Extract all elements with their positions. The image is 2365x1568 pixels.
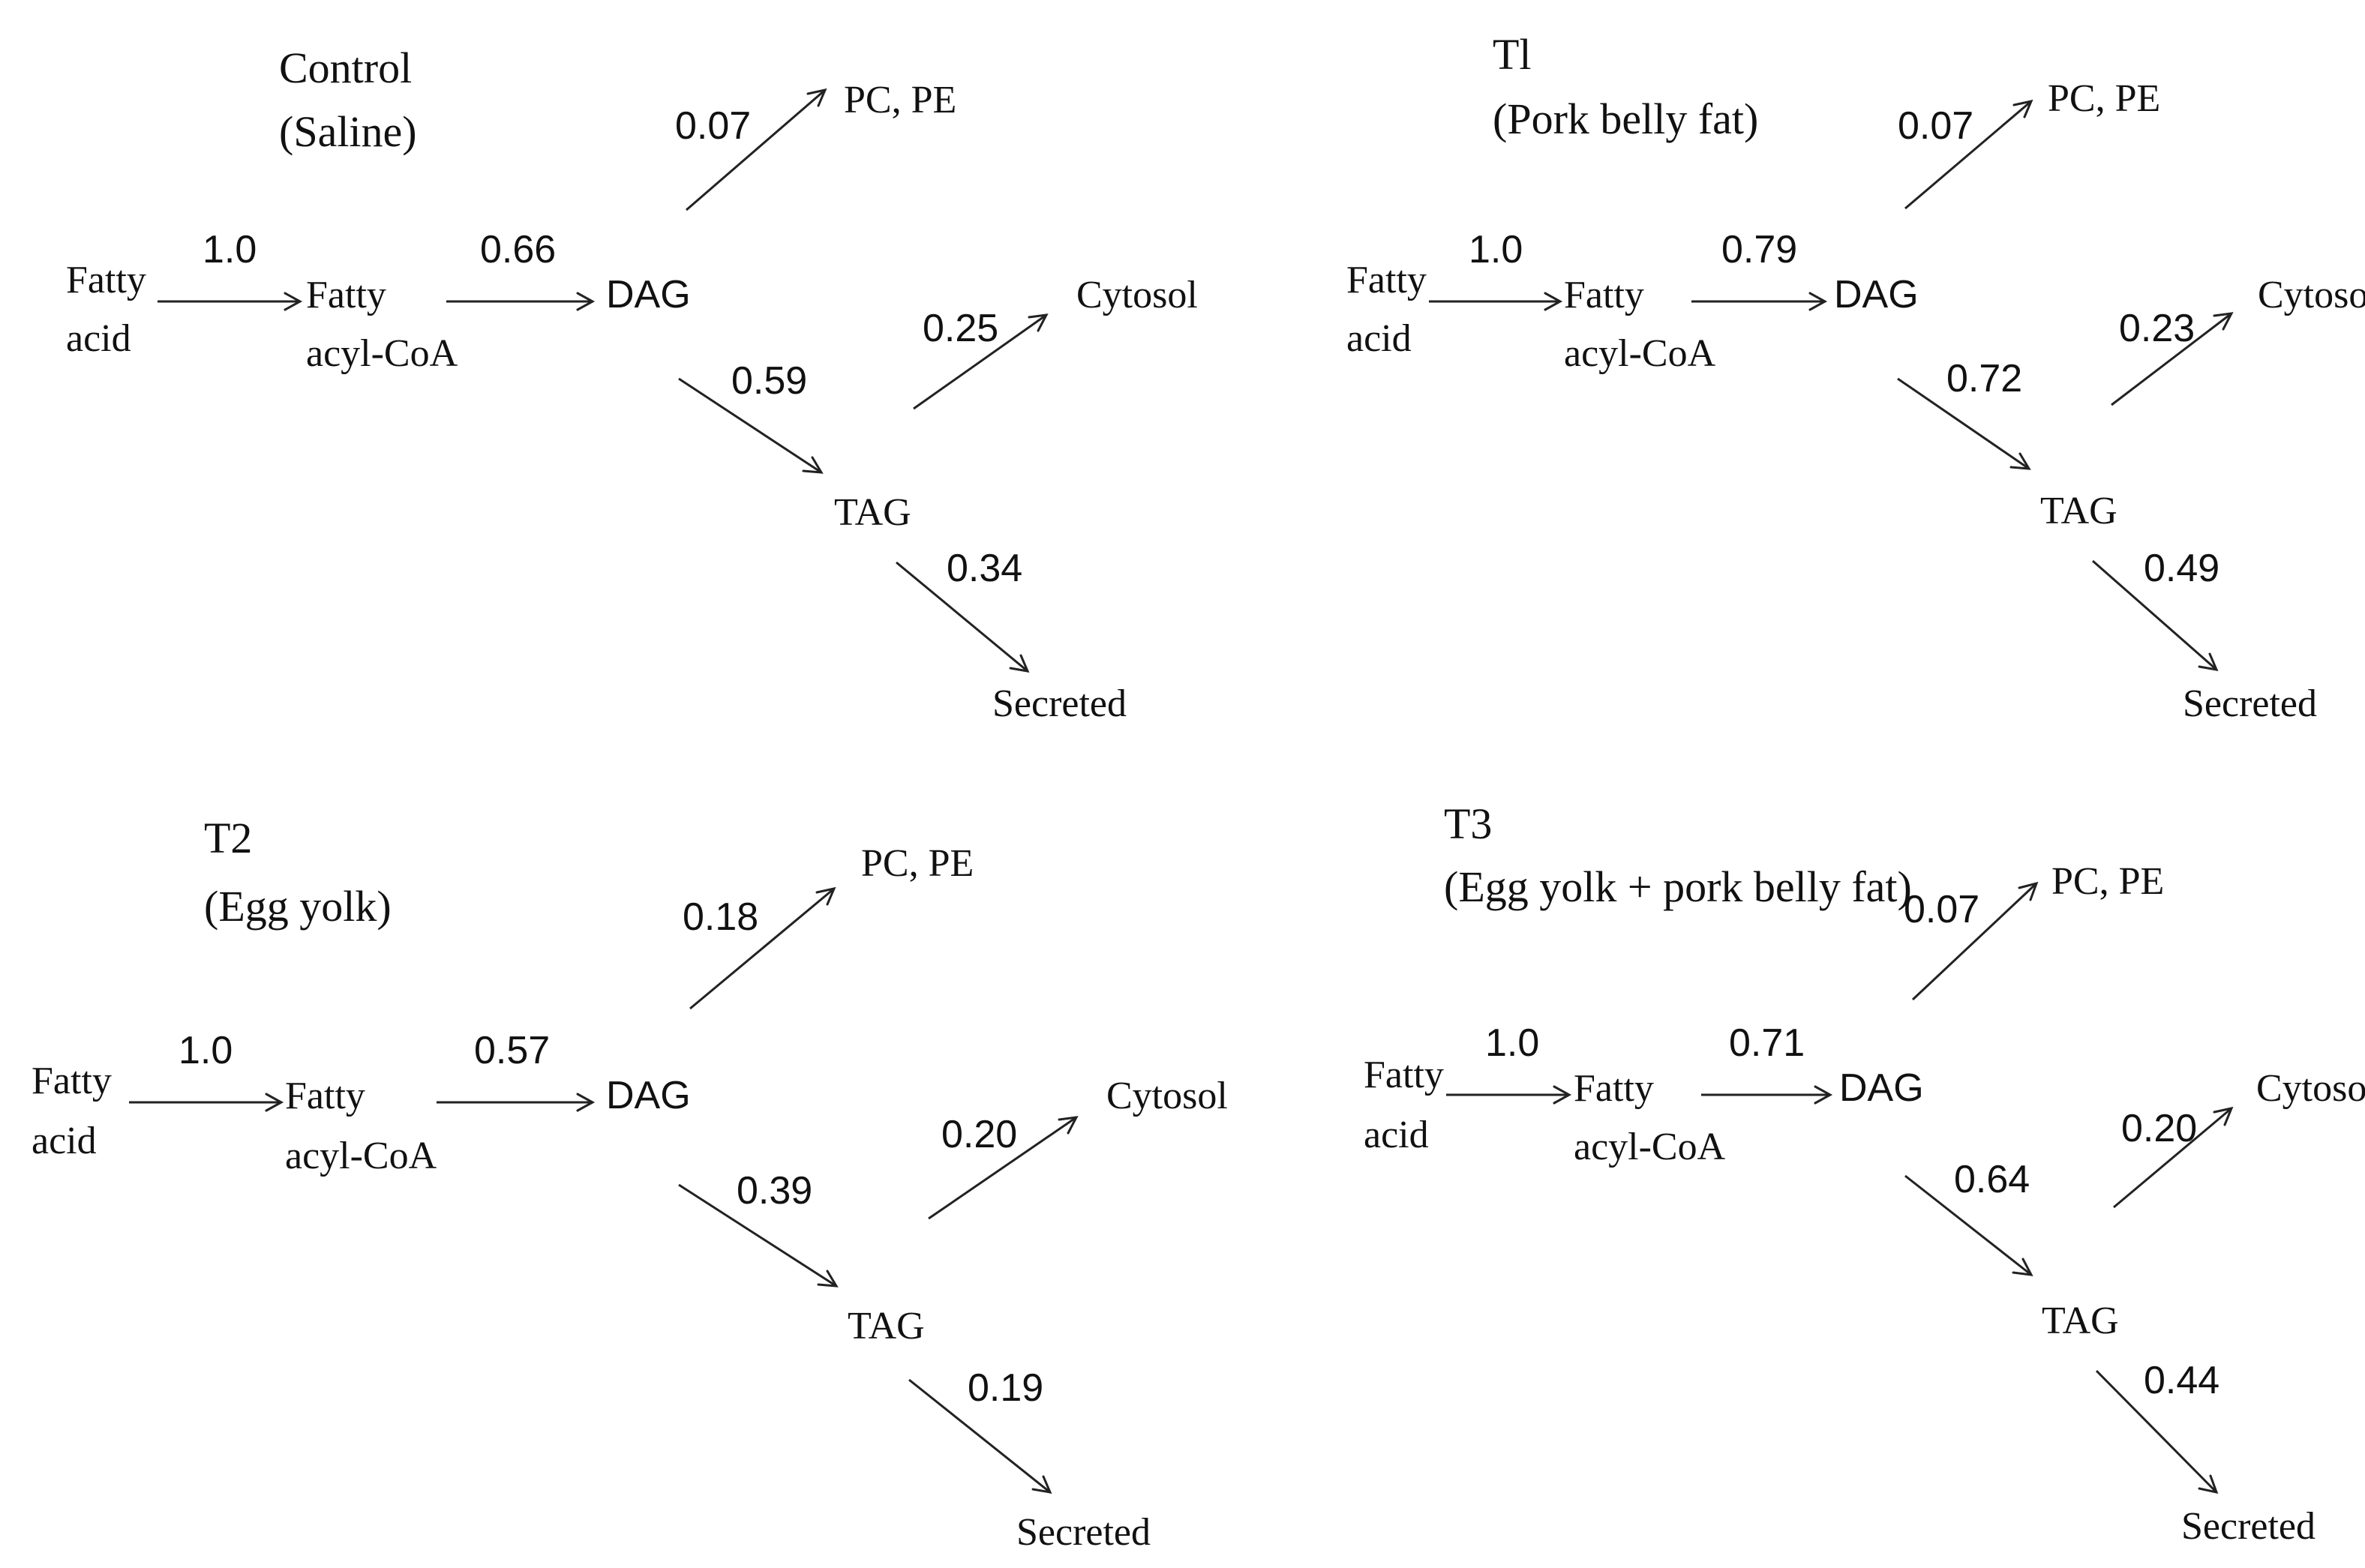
coef-dag-to-tag: 0.64 [1954, 1158, 2030, 1201]
panel-subtitle: (Saline) [279, 107, 417, 156]
arrow [896, 561, 1030, 673]
arrow [2092, 559, 2219, 671]
coef-dag-to-tag: 0.72 [1946, 357, 2022, 400]
panel-control: Control (Saline) Fatty acid Fatty acyl-C… [66, 43, 1198, 725]
arrow [1904, 1174, 2033, 1276]
panel-title: Tl [1493, 30, 1532, 79]
node-fatty-acid: acid [66, 317, 131, 360]
panel-subtitle: (Egg yolk + pork belly fat) [1444, 862, 1912, 911]
arrow [678, 1183, 839, 1288]
arrow [1701, 1085, 1833, 1105]
coef-acyl-to-dag: 0.71 [1729, 1021, 1805, 1065]
arrow [1911, 881, 2039, 1001]
node-fatty-acid: Fatty [1346, 259, 1427, 301]
node-fatty-acid: Fatty [32, 1060, 112, 1102]
coef-acyl-to-dag: 0.66 [480, 228, 556, 271]
coef-tag-to-secreted: 0.34 [947, 547, 1022, 590]
arrow [2095, 1369, 2219, 1495]
node-cytosol: Cytosol [2256, 1067, 2365, 1110]
node-tag: TAG [848, 1305, 925, 1348]
node-fatty-acid: acid [1364, 1114, 1429, 1156]
panel-t1: Tl (Pork belly fat) Fatty acid Fatty acy… [1346, 30, 2365, 725]
arrow [686, 88, 827, 211]
arrow [1429, 292, 1563, 311]
node-secreted: Secreted [992, 682, 1127, 725]
node-cytosol: Cytosol [2258, 274, 2365, 316]
node-cytosol: Cytosol [1106, 1075, 1228, 1117]
node-fatty-acyl-coa: acyl-CoA [1564, 332, 1716, 375]
arrow [1691, 292, 1828, 311]
coef-fa-to-acyl: 1.0 [1469, 228, 1523, 271]
node-cytosol: Cytosol [1076, 274, 1198, 316]
arrow [1446, 1085, 1572, 1105]
arrow [689, 886, 836, 1010]
node-secreted: Secreted [2183, 682, 2317, 725]
arrow [678, 377, 824, 474]
node-fatty-acid: acid [32, 1120, 97, 1162]
arrow [928, 1116, 1079, 1220]
panel-t2: T2 (Egg yolk) Fatty acid Fatty acyl-CoA … [32, 814, 1228, 1554]
arrow [1897, 377, 2031, 470]
node-tag: TAG [2040, 490, 2117, 532]
arrow [446, 292, 596, 311]
arrow [437, 1093, 596, 1112]
node-pc-pe: PC, PE [861, 842, 974, 885]
panel-title: Control [279, 43, 412, 92]
coef-tag-to-cytosol: 0.23 [2119, 307, 2195, 350]
node-fatty-acyl-coa: acyl-CoA [1574, 1126, 1726, 1168]
panel-subtitle: (Egg yolk) [204, 882, 392, 931]
node-tag: TAG [2042, 1300, 2119, 1342]
coef-tag-to-secreted: 0.49 [2144, 547, 2219, 590]
node-fatty-acyl-coa: acyl-CoA [306, 332, 458, 375]
coef-fa-to-acyl: 1.0 [179, 1029, 233, 1072]
coef-tag-to-cytosol: 0.20 [941, 1113, 1017, 1156]
node-pc-pe: PC, PE [844, 79, 956, 121]
coef-tag-to-cytosol: 0.20 [2121, 1107, 2197, 1150]
coef-dag-to-pcpe: 0.18 [683, 895, 758, 939]
coef-fa-to-acyl: 1.0 [1485, 1021, 1539, 1065]
node-fatty-acyl-coa: Fatty [1564, 274, 1644, 316]
node-dag: DAG [606, 1074, 691, 1117]
panel-subtitle: (Pork belly fat) [1493, 94, 1758, 143]
coef-fa-to-acyl: 1.0 [203, 228, 257, 271]
node-pc-pe: PC, PE [2048, 77, 2160, 120]
node-fatty-acid: Fatty [1364, 1054, 1444, 1096]
arrow [2113, 1106, 2234, 1209]
node-tag: TAG [834, 491, 911, 534]
coef-acyl-to-dag: 0.57 [474, 1029, 550, 1072]
arrow [908, 1378, 1052, 1494]
node-secreted: Secreted [2181, 1505, 2315, 1548]
node-dag: DAG [1839, 1066, 1924, 1110]
coef-dag-to-tag: 0.39 [737, 1169, 812, 1213]
node-dag: DAG [606, 273, 691, 316]
panel-title: T3 [1444, 799, 1492, 848]
coef-tag-to-cytosol: 0.25 [923, 307, 998, 350]
arrow [2111, 312, 2234, 406]
panel-t3: T3 (Egg yolk + pork belly fat) Fatty aci… [1364, 799, 2365, 1548]
arrow [913, 313, 1049, 410]
coef-dag-to-tag: 0.59 [731, 359, 807, 403]
node-secreted: Secreted [1016, 1511, 1151, 1554]
panel-title: T2 [204, 814, 252, 862]
node-fatty-acid: acid [1346, 317, 1412, 360]
coef-acyl-to-dag: 0.79 [1721, 228, 1797, 271]
node-pc-pe: PC, PE [2051, 860, 2164, 903]
coef-dag-to-pcpe: 0.07 [1898, 104, 1973, 148]
arrow [1904, 99, 2033, 210]
coef-tag-to-secreted: 0.44 [2144, 1359, 2219, 1402]
node-dag: DAG [1834, 273, 1919, 316]
node-fatty-acyl-coa: Fatty [306, 274, 386, 316]
arrow [129, 1093, 284, 1112]
coef-dag-to-pcpe: 0.07 [675, 104, 751, 148]
node-fatty-acyl-coa: Fatty [285, 1075, 365, 1117]
node-fatty-acid: Fatty [66, 259, 146, 301]
coef-tag-to-secreted: 0.19 [968, 1366, 1043, 1410]
node-fatty-acyl-coa: Fatty [1574, 1067, 1654, 1110]
node-fatty-acyl-coa: acyl-CoA [285, 1135, 437, 1177]
coef-dag-to-pcpe: 0.07 [1904, 888, 1979, 931]
arrow [158, 292, 303, 311]
